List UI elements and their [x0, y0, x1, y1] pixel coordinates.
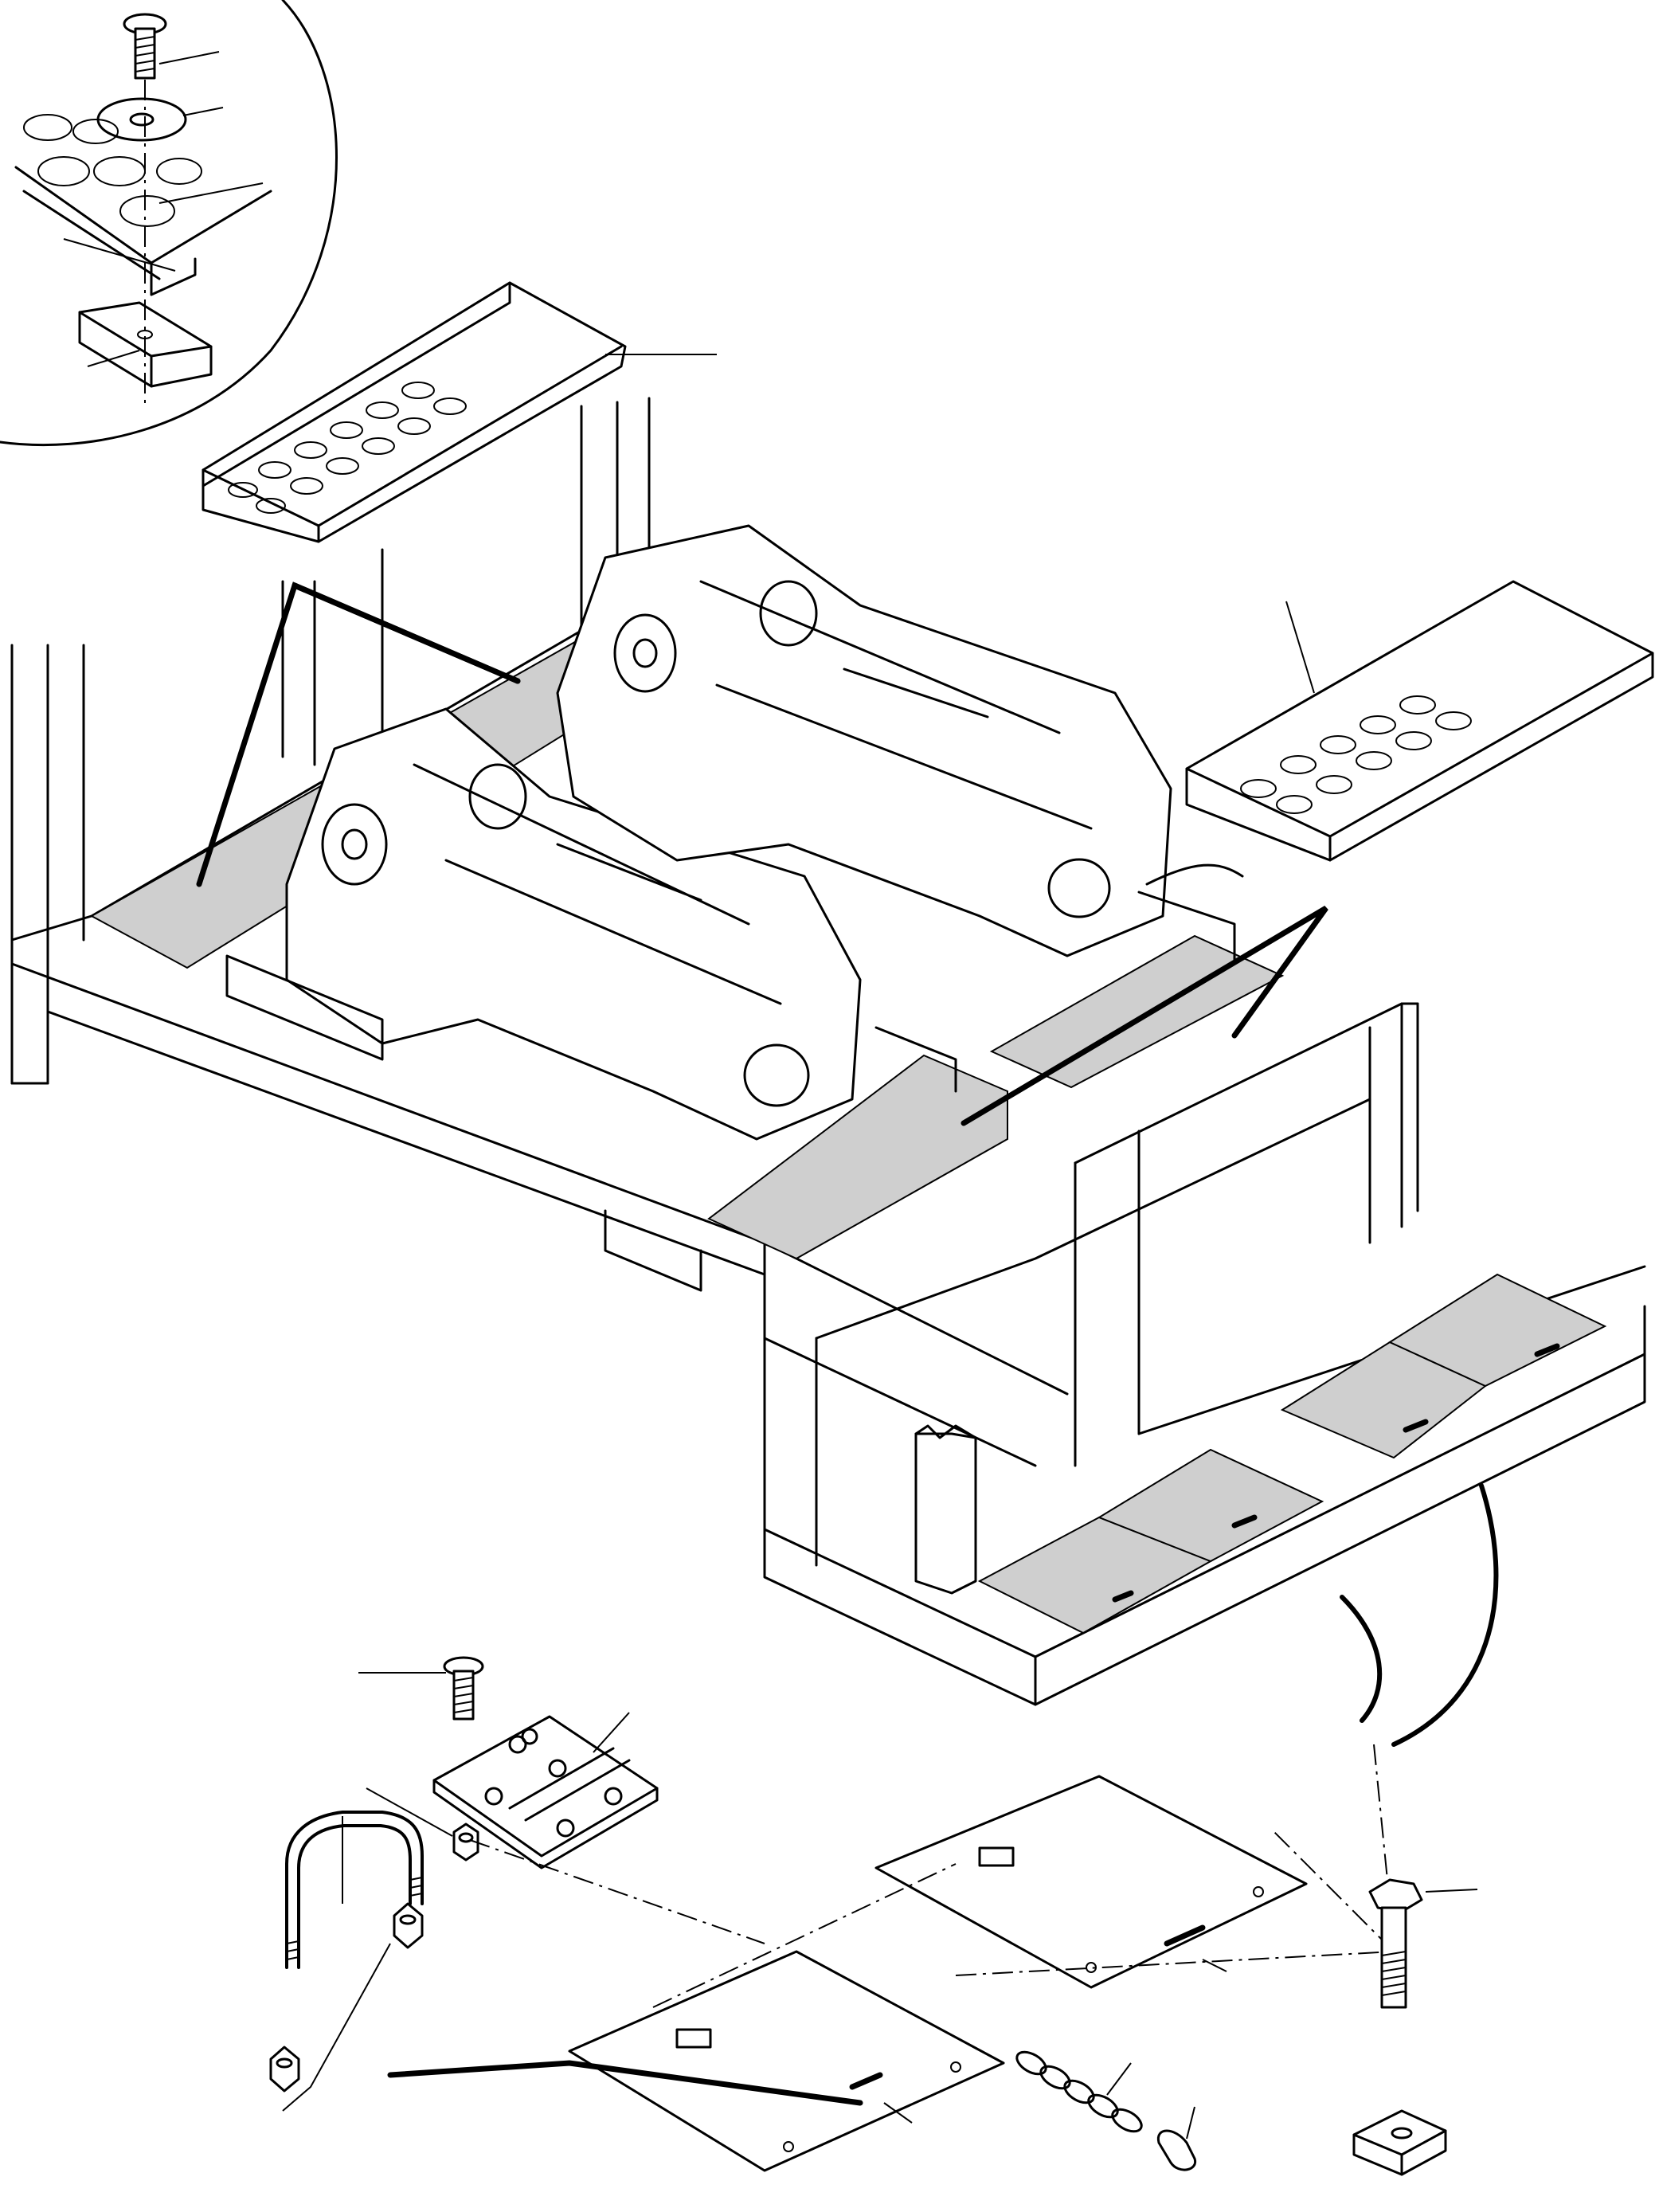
step-tread-left: [201, 281, 627, 543]
detail-screw: [123, 13, 167, 80]
detail-step-section: [14, 114, 272, 296]
square-nut: [1352, 2109, 1447, 2176]
shaded-panel: [1387, 1273, 1607, 1388]
perforation-holes: [228, 382, 467, 514]
hinge-nut: [452, 1822, 479, 1862]
snap-hook: [1156, 2129, 1197, 2171]
shaded-panel: [707, 1054, 1008, 1260]
hinge: [432, 1715, 659, 1869]
chain: [1015, 2050, 1143, 2133]
u-bolt-nut: [269, 2046, 300, 2093]
hex-bolt: [1368, 1878, 1423, 2009]
u-bolt: [285, 1811, 424, 1969]
cover-plate-rear: [874, 1775, 1308, 1989]
cover-plate-front: [568, 1950, 1005, 2172]
detail-circle-view: [0, 0, 338, 447]
step-tread-right: [1185, 580, 1654, 862]
perforation-holes: [1240, 695, 1472, 814]
engine-unit-right: [556, 524, 1172, 957]
u-bolt-nut: [393, 1902, 424, 1949]
engine-mount-rails: [225, 863, 1244, 1292]
detail-washer: [96, 97, 187, 142]
hinge-screw: [443, 1656, 484, 1721]
shaded-panel: [1097, 1448, 1324, 1563]
